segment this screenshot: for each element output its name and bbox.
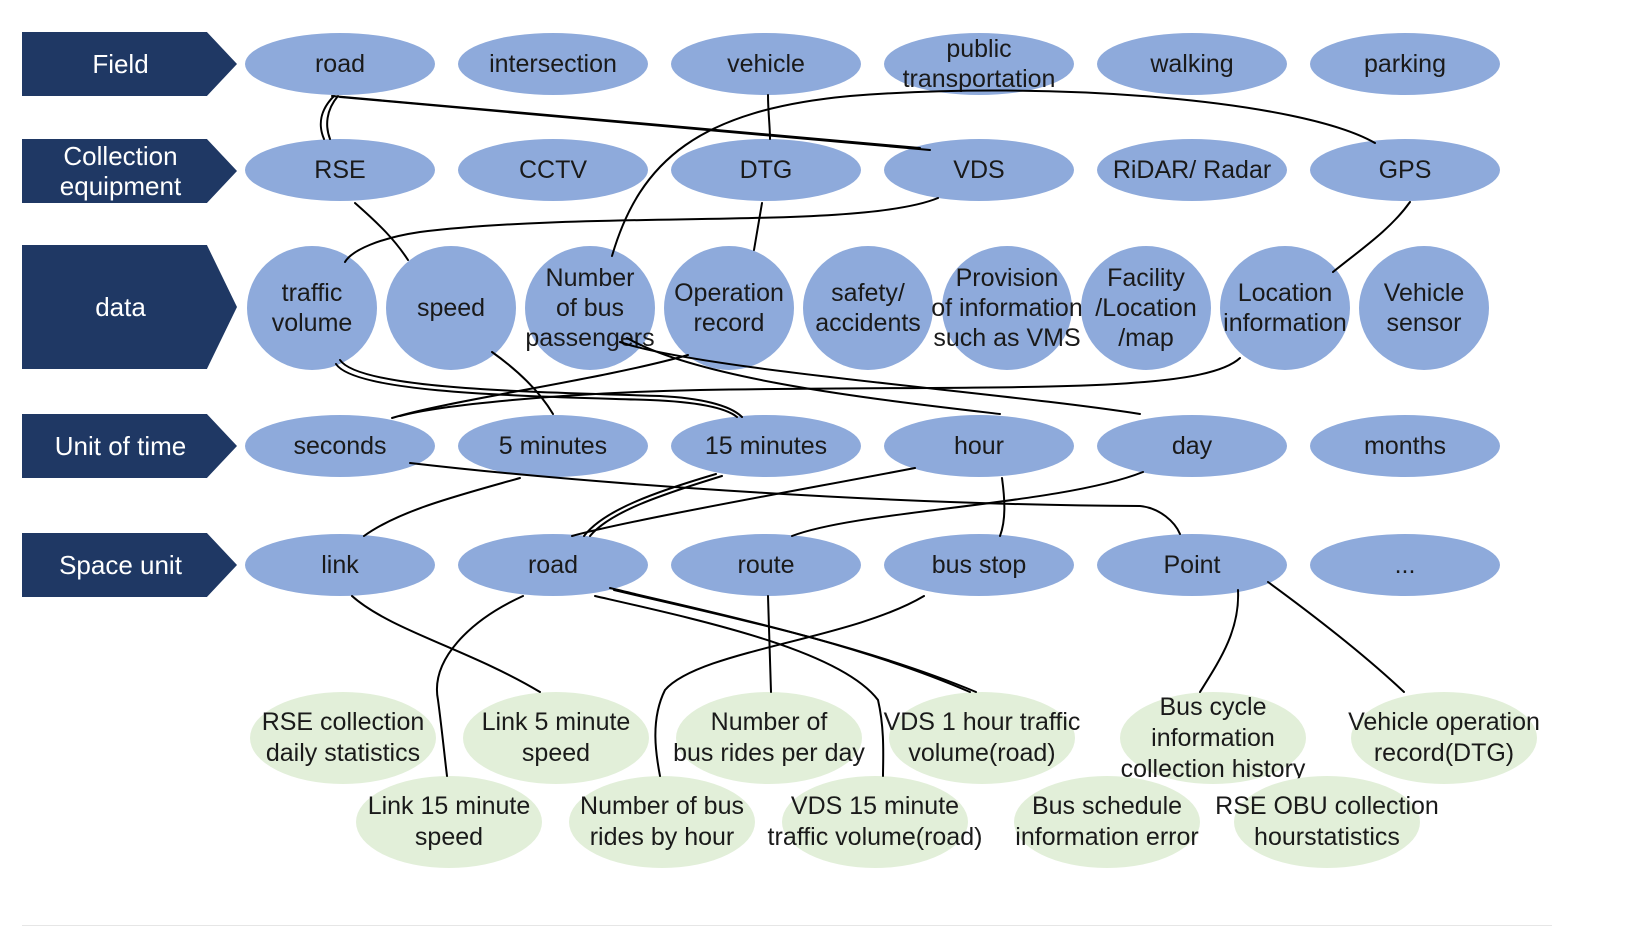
link-point-vehicle-operation: [1267, 581, 1405, 693]
time-node-5-minutes: 5 minutes: [458, 415, 648, 477]
time-node-hour: hour: [884, 415, 1074, 477]
output-node-rse-obu-collection-hour-statistics: RSE OBU collection hourstatistics: [1215, 776, 1439, 868]
data-node-traffic-volume: traffic volume: [247, 246, 377, 370]
output-node-bus-rides-per-day: Number of bus rides per day: [673, 692, 865, 784]
collection-node-vds: VDS: [884, 139, 1074, 201]
link-15-minutes-road-2: [583, 473, 717, 537]
output-node-bus-cycle-information: Bus cycle information collection history: [1120, 692, 1306, 784]
field-node-walking: walking: [1097, 33, 1287, 95]
time-node-day: day: [1097, 415, 1287, 477]
collection-node-cctv: CCTV: [458, 139, 648, 201]
time-node-15-minutes: 15 minutes: [671, 415, 861, 477]
link-vehicle-dtg: [767, 94, 771, 140]
field-node-road: road: [245, 33, 435, 95]
link-rse-speed: [354, 202, 409, 261]
data-node-safety-accidents: safety/ accidents: [803, 246, 933, 370]
field-node-intersection: intersection: [458, 33, 648, 95]
space-node-bus-stop: bus stop: [884, 534, 1074, 596]
output-node-link-5-minute-speed: Link 5 minute speed: [463, 692, 649, 784]
link-point-bus-cycle: [1199, 589, 1240, 693]
data-node-vehicle-sensor: Vehicle sensor: [1359, 246, 1489, 370]
time-node-months: months: [1310, 415, 1500, 477]
output-node-vds-15-minute-traffic-volume: VDS 15 minute traffic volume(road): [768, 776, 982, 868]
row-label-field: Field: [22, 32, 237, 96]
link-speed-5-minutes: [491, 351, 554, 415]
row-label-unit-of-time: Unit of time: [22, 414, 237, 478]
link-location-seconds: [399, 357, 1241, 417]
row-label-data: data: [22, 245, 237, 369]
link-road-vds-1h-volume: [609, 587, 971, 693]
link-road-rse-2: [326, 95, 339, 140]
space-node-road: road: [458, 534, 648, 596]
link-road-rse: [319, 95, 335, 140]
space-node-route: route: [671, 534, 861, 596]
link-day-route: [791, 471, 1144, 537]
time-node-seconds: seconds: [245, 415, 435, 477]
output-node-link-15-minute-speed: Link 15 minute speed: [356, 776, 542, 868]
data-node-speed: speed: [386, 246, 516, 370]
collection-node-gps: GPS: [1310, 139, 1500, 201]
collection-node-rse: RSE: [245, 139, 435, 201]
data-node-operation-record: Operation record: [664, 246, 794, 370]
data-node-facility-location-map: Facility /Location /map: [1081, 246, 1211, 370]
field-node-vehicle: vehicle: [671, 33, 861, 95]
link-link-rse-daily-stats: [351, 595, 541, 693]
link-hour-bus-stop: [999, 477, 1006, 537]
space-node-point: Point: [1097, 534, 1287, 596]
row-label-space-unit: Space unit: [22, 533, 237, 597]
link-15-minutes-road: [589, 475, 723, 537]
link-road-vds: [331, 95, 921, 149]
link-route-rides-per-day: [767, 595, 772, 693]
output-node-vds-1-hour-traffic-volume: VDS 1 hour traffic volume(road): [884, 692, 1080, 784]
link-5-minutes-link: [363, 477, 521, 537]
space-node-more: ...: [1310, 534, 1500, 596]
link-traffic-volume-15-minutes-2: [335, 363, 738, 418]
link-road-vds-2: [339, 96, 931, 151]
link-dtg-operation-record: [753, 202, 763, 251]
data-node-number-of-bus-passengers: Number of bus passengers: [525, 246, 655, 370]
collection-node-ridar-radar: RiDAR/ Radar: [1097, 139, 1287, 201]
row-label-collection-equipment: Collection equipment: [22, 139, 237, 203]
output-node-bus-rides-by-hour: Number of bus rides by hour: [569, 776, 755, 868]
bottom-divider: [22, 925, 1552, 926]
link-hour-road: [571, 467, 916, 537]
output-node-rse-collection-daily-statistics: RSE collection daily statistics: [250, 692, 436, 784]
data-node-provision-of-information: Provision of information such as VMS: [931, 246, 1083, 370]
data-node-location-information: Location information: [1220, 246, 1350, 370]
link-road-vds-1h-volume-2: [613, 589, 977, 693]
space-node-link: link: [245, 534, 435, 596]
field-node-public-transportation: public transportation: [884, 33, 1074, 95]
field-node-parking: parking: [1310, 33, 1500, 95]
output-node-bus-schedule-information-error: Bus schedule information error: [1014, 776, 1200, 868]
collection-node-dtg: DTG: [671, 139, 861, 201]
output-node-vehicle-operation-record: Vehicle operation record(DTG): [1348, 692, 1540, 784]
link-traffic-volume-15-minutes: [339, 359, 743, 418]
